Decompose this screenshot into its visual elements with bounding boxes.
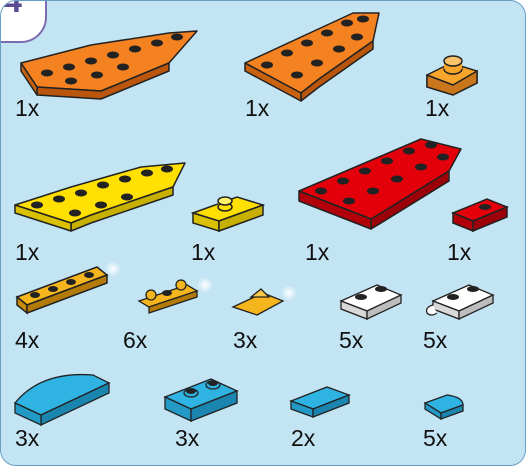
orange-wedge-plate-right-icon [245, 13, 379, 101]
quantity-label: 3x [15, 425, 39, 452]
quantity-label: 1x [425, 95, 449, 122]
azure-tile-1x2-icon [291, 387, 349, 417]
yellow-plate-jumper-icon [193, 197, 263, 231]
orange-round-plate-icon [427, 56, 477, 95]
quantity-label: 2x [291, 425, 315, 452]
azure-curved-slope-icon [15, 375, 109, 425]
gold-bar-holder-icon [139, 277, 213, 313]
quantity-label: 5x [423, 425, 447, 452]
gold-cone-fin-icon [233, 285, 297, 315]
white-plate-1x2-icon [341, 285, 401, 319]
quantity-label: 1x [245, 95, 269, 122]
quantity-label: 6x [123, 327, 147, 354]
yellow-wedge-plate-icon [15, 163, 185, 231]
quantity-label: 1x [15, 239, 39, 266]
azure-quarter-tile-icon [425, 395, 463, 419]
quantity-label: 5x [423, 327, 447, 354]
quantity-label: 3x [233, 327, 257, 354]
orange-wedge-plate-left-icon [21, 31, 197, 99]
quantity-label: 4x [15, 327, 39, 354]
white-plate-clip-icon [427, 285, 493, 319]
quantity-label: 5x [339, 327, 363, 354]
quantity-label: 1x [15, 95, 39, 122]
azure-plate-studs-icon [165, 379, 237, 421]
red-plate-1x2-icon [453, 199, 507, 231]
gold-plate-1x4-icon [17, 261, 121, 313]
quantity-label: 1x [447, 239, 471, 266]
red-wedge-plate-icon [299, 139, 461, 229]
quantity-label: 1x [305, 239, 329, 266]
quantity-label: 3x [175, 425, 199, 452]
quantity-label: 1x [191, 239, 215, 266]
